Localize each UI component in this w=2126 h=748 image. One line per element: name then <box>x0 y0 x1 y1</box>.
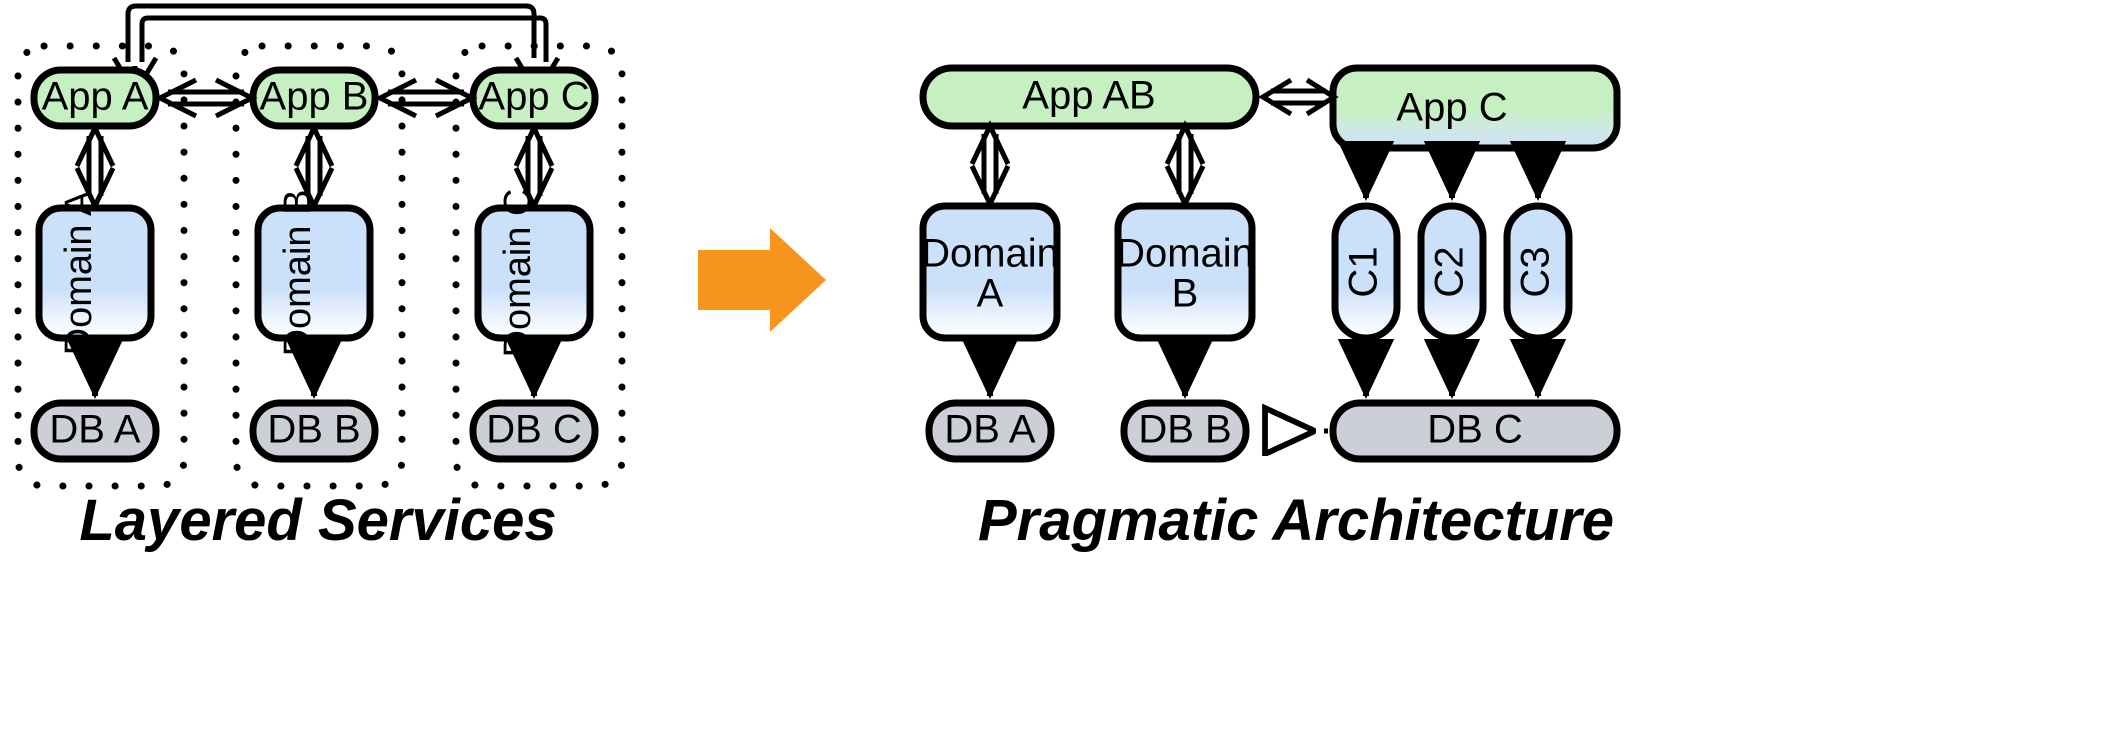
app-c-right-node[interactable]: App C <box>1329 64 1621 152</box>
db-a-node[interactable]: DB A <box>30 399 160 463</box>
app-c-node[interactable]: App C <box>469 66 599 130</box>
domain-a-right-label-line1: Domain <box>921 232 1059 276</box>
app-ab-node[interactable]: App AB <box>919 64 1260 130</box>
domain-c-node[interactable]: Domain C <box>474 189 594 358</box>
connector-appa-appb <box>154 77 258 119</box>
app-a-node[interactable]: App A <box>30 66 160 130</box>
app-c-right-label: App C <box>1396 86 1507 130</box>
domain-a-right-node[interactable]: Domain A <box>919 202 1061 342</box>
transition-arrow-icon <box>698 228 826 332</box>
domain-b-right-node[interactable]: Domain B <box>1114 202 1256 342</box>
domain-b-right-label-line1: Domain <box>1116 232 1254 276</box>
app-b-node[interactable]: App B <box>249 66 379 130</box>
domain-a-label: Domain A <box>58 190 100 355</box>
right-panel-caption: Pragmatic Architecture <box>978 488 1614 553</box>
domain-b-node[interactable]: Domain B <box>254 190 374 357</box>
connector-appab-appc <box>1258 77 1339 117</box>
app-b-label: App B <box>260 75 369 119</box>
db-b-right-label: DB B <box>1138 408 1231 452</box>
db-c-right-node[interactable]: DB C <box>1329 399 1621 463</box>
component-c2-label: C2 <box>1428 246 1472 297</box>
domain-b-label: Domain B <box>277 190 319 357</box>
component-c1-label: C1 <box>1342 246 1386 297</box>
domain-a-right-label-line2: A <box>977 272 1004 316</box>
domain-a-node[interactable]: Domain A <box>35 190 155 355</box>
db-a-label: DB A <box>49 408 140 452</box>
connector-appb-appc <box>374 77 478 119</box>
db-b-right-node[interactable]: DB B <box>1120 399 1250 463</box>
left-panel-caption: Layered Services <box>79 488 556 553</box>
db-b-node[interactable]: DB B <box>249 399 379 463</box>
app-a-label: App A <box>42 75 149 119</box>
connector-appab-domaina <box>969 120 1011 210</box>
db-c-node[interactable]: DB C <box>469 399 599 463</box>
component-c3-node[interactable]: C3 <box>1503 202 1573 342</box>
domain-c-label: Domain C <box>497 189 539 358</box>
component-c2-node[interactable]: C2 <box>1417 202 1487 342</box>
component-c3-label: C3 <box>1514 246 1558 297</box>
connector-appab-domainb <box>1164 120 1206 210</box>
component-c1-node[interactable]: C1 <box>1331 202 1401 342</box>
domain-b-right-label-line2: B <box>1172 272 1199 316</box>
app-ab-label: App AB <box>1022 74 1155 118</box>
db-b-label: DB B <box>267 408 360 452</box>
db-c-right-label: DB C <box>1427 408 1523 452</box>
app-c-label: App C <box>478 75 589 119</box>
db-a-right-node[interactable]: DB A <box>925 399 1055 463</box>
db-c-label: DB C <box>486 408 582 452</box>
db-a-right-label: DB A <box>944 408 1035 452</box>
